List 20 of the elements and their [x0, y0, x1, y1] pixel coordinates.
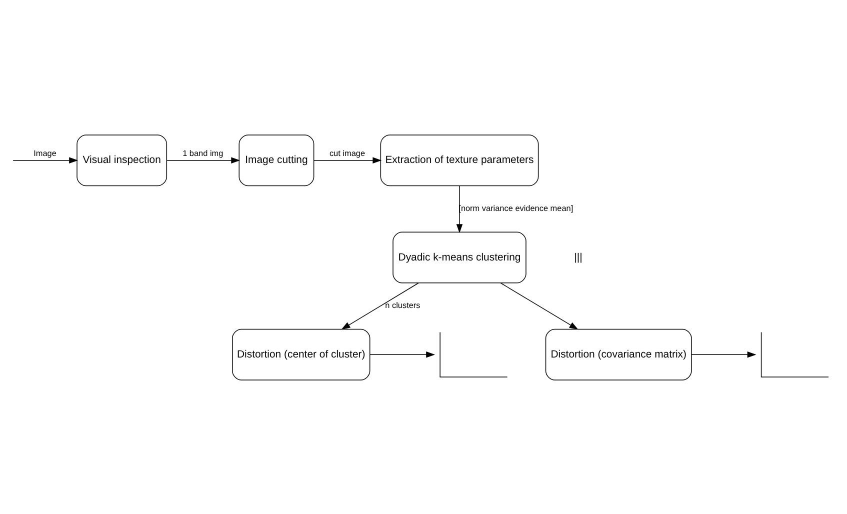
edge-label: n clusters	[385, 300, 420, 310]
label: |||	[574, 252, 582, 263]
edge-label: Image	[34, 148, 56, 158]
node-box: Visual inspection	[76, 134, 168, 186]
arrow	[12, 156, 78, 164]
arrow	[341, 282, 419, 330]
node-box: Image cutting	[238, 134, 314, 186]
arrow	[314, 156, 382, 164]
node-box: Distortion (covariance matrix)	[545, 328, 692, 380]
arrow	[370, 350, 436, 358]
arrow	[691, 350, 756, 358]
node-box: Extraction of texture parameters	[380, 134, 539, 186]
node-box: Distortion (center of cluster)	[232, 328, 370, 380]
node-box: Dyadic k-means clustering	[392, 231, 526, 283]
node-picture	[440, 331, 508, 377]
arrow	[500, 282, 578, 330]
arrow	[166, 156, 240, 164]
edge-label: 1 band img	[182, 148, 224, 158]
node-picture	[760, 331, 829, 377]
edge-label: cut image	[329, 148, 366, 158]
